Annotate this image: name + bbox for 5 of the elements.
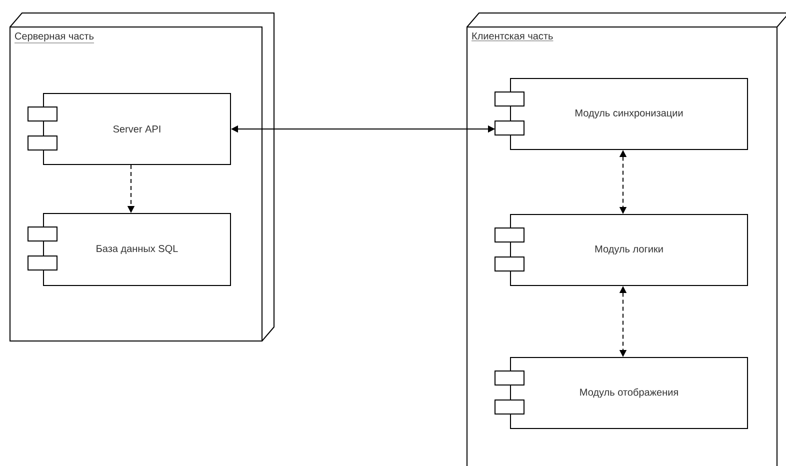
component-box: Модуль отображения [494,357,748,429]
component-box: Модуль синхронизации [494,78,748,150]
component-box: Server API [28,93,231,165]
component-box: База данных SQL [28,213,231,286]
component-box: Модуль логики [494,214,748,286]
